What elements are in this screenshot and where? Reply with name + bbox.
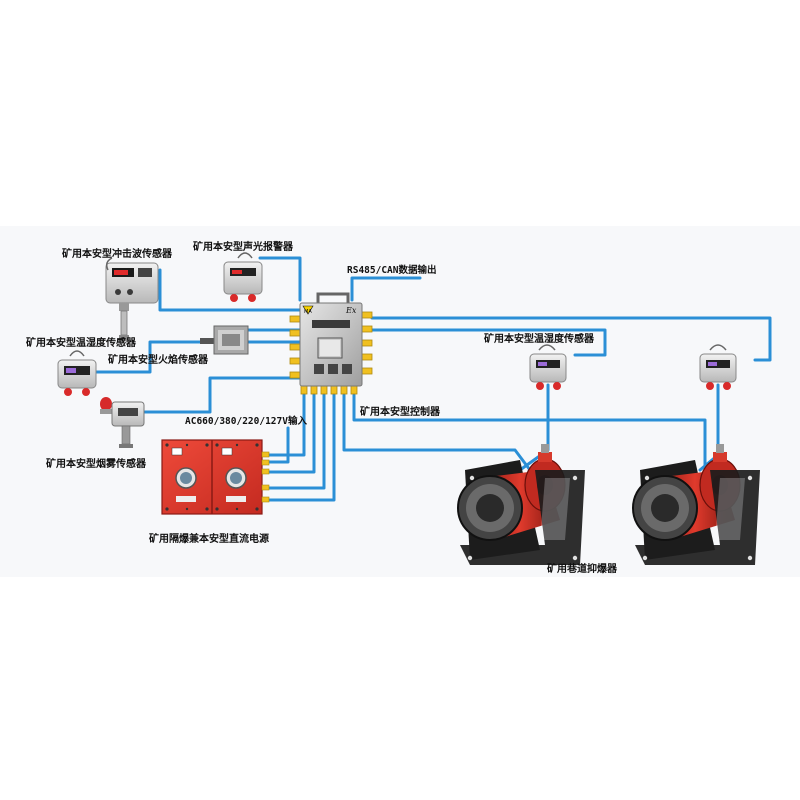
label-power-supply: 矿用隔爆兼本安型直流电源 [149, 534, 269, 545]
label-rs485-can-output: RS485/CAN数据输出 [347, 265, 437, 276]
cable-suppressor-1 [342, 393, 532, 472]
temp-humidity-sensor-left [57, 350, 97, 396]
controller-enclosure [289, 292, 373, 395]
flame-sensor [200, 325, 249, 355]
suppressor-unit-2 [632, 444, 760, 565]
label-flame-sensor: 矿用本安型火焰传感器 [108, 355, 208, 366]
cable-rs485 [350, 276, 422, 302]
label-smoke-sensor: 矿用本安型烟雾传感器 [46, 459, 146, 470]
label-temp-humidity-sensor-right: 矿用本安型温湿度传感器 [484, 334, 594, 345]
suppressor-unit-1 [457, 444, 585, 565]
label-shock-wave-sensor: 矿用本安型冲击波传感器 [62, 249, 172, 260]
shock-wave-sensor [105, 257, 159, 341]
cable-ac-input [266, 426, 290, 464]
cable-power-4 [266, 390, 336, 502]
cable-power-3 [266, 390, 326, 490]
smoke-sensor [100, 397, 145, 448]
cable-shock-sensor [158, 268, 302, 312]
cable-right-bus-top [370, 316, 772, 362]
audible-visual-alarm [223, 252, 263, 302]
label-suppressor: 矿用巷道抑爆器 [547, 564, 617, 575]
cable-power-2 [266, 390, 316, 474]
label-audible-visual-alarm: 矿用本安型声光报警器 [193, 242, 293, 253]
label-temp-humidity-sensor-left: 矿用本安型温湿度传感器 [26, 338, 136, 349]
label-controller: 矿用本安型控制器 [360, 407, 440, 418]
cable-alarm [258, 256, 302, 302]
temp-humidity-sensor-right-1 [529, 344, 567, 390]
controller-ex-mark: Ex [345, 306, 357, 315]
cable-right-bus-mid [370, 328, 607, 357]
label-ac-input: AC660/380/220/127V输入 [185, 416, 307, 427]
cable-smoke [143, 376, 302, 414]
cable-power-1 [266, 383, 306, 457]
controller-warning-mark: MA [304, 309, 312, 315]
power-supply-enclosure [161, 439, 270, 515]
temp-humidity-sensor-right-2 [699, 344, 737, 390]
cable-suppressor-2 [352, 393, 707, 472]
